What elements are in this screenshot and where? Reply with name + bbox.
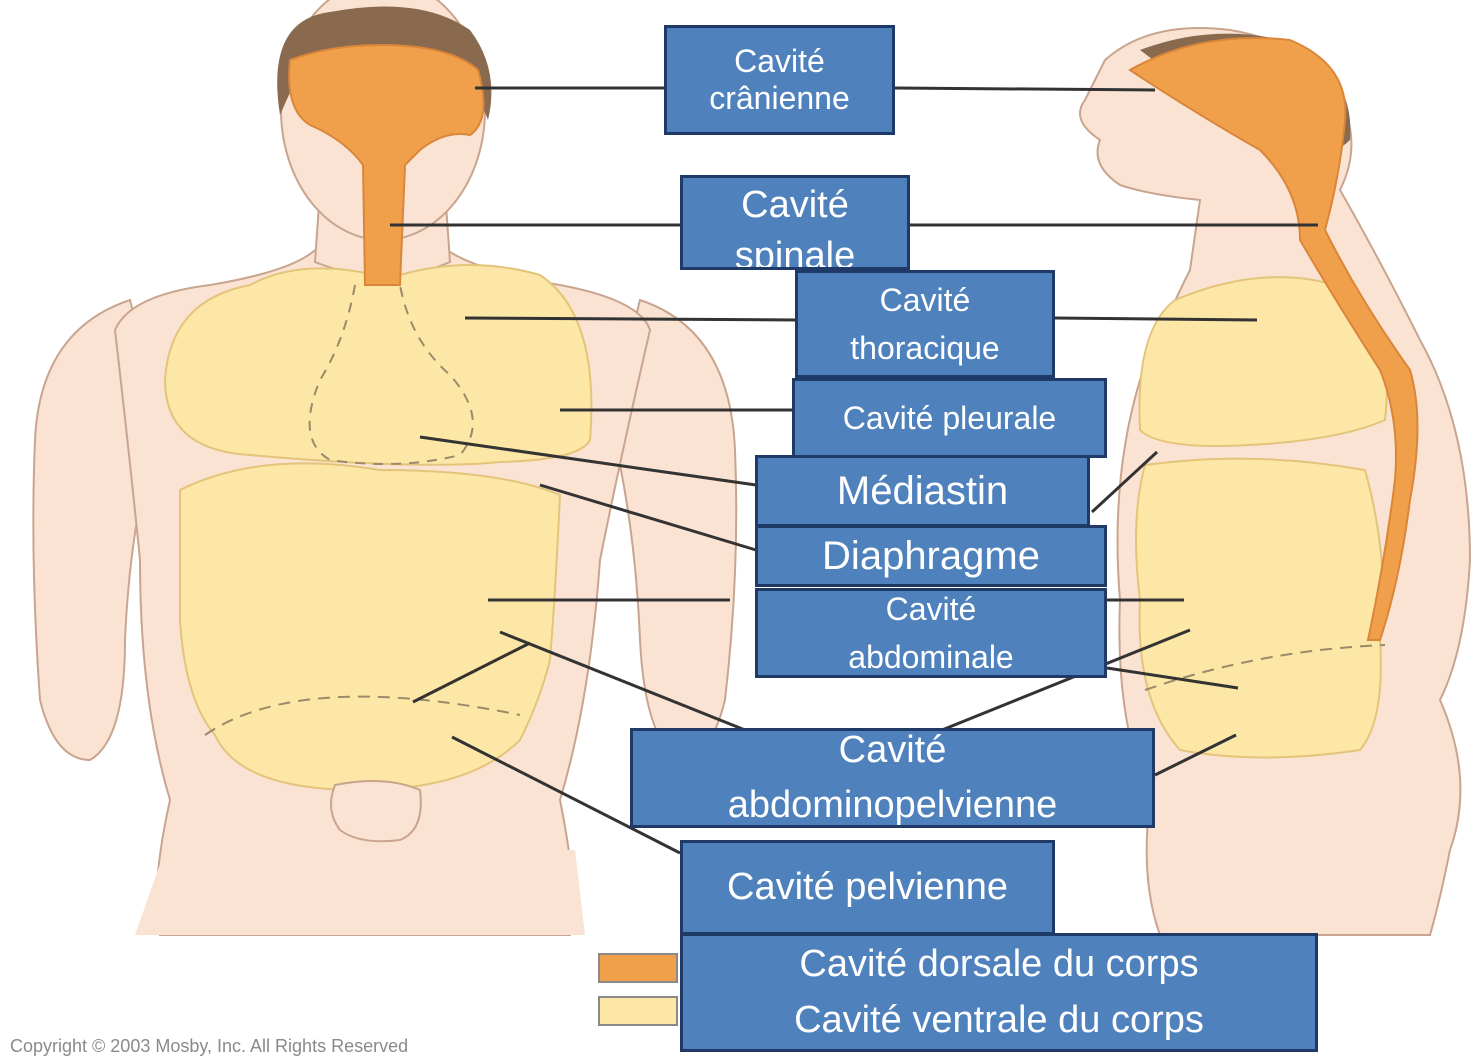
label-diaphragm-text: Diaphragme [822,533,1040,579]
copyright-text: Copyright © 2003 Mosby, Inc. All Rights … [10,1036,408,1057]
label-spinal-line2: spinale [735,231,855,270]
front-abdominopelvic-cavity [180,463,560,790]
label-abdominal-line2: abdominale [848,633,1013,678]
label-spinal-line1: Cavité [741,180,849,231]
label-pelvic-text: Cavité pelvienne [727,866,1008,910]
leader-cranial-right [895,88,1155,90]
label-pelvic-cavity: Cavité pelvienne [680,840,1055,935]
side-abdominopelvic-cavity [1136,459,1383,758]
label-mediastinum-text: Médiastin [837,468,1008,514]
legend-labels-box: Cavité dorsale du corps Cavité ventrale … [680,933,1318,1052]
label-thoracic-line1: Cavité [880,276,971,324]
label-thoracic-line2: thoracique [850,324,999,372]
label-abdominal-cavity: Cavité abdominale [755,588,1107,678]
leader-thoracic-right [1055,318,1257,320]
label-spinal-cavity: Cavité spinale [680,175,910,270]
label-abdominal-line1: Cavité [886,588,977,633]
label-pleural-text: Cavité pleurale [843,400,1056,437]
legend-dorsal-label: Cavité dorsale du corps [799,937,1198,992]
label-cranial-line1: Cavité [734,43,825,80]
front-legs [135,850,585,935]
label-abdominopelvic-line1: Cavité [839,728,947,778]
label-pleural-cavity: Cavité pleurale [792,378,1107,458]
label-thoracic-cavity: Cavité thoracique [795,270,1055,378]
label-abdominopelvic-line2: abdominopelvienne [728,778,1058,828]
legend-ventral-label: Cavité ventrale du corps [794,993,1204,1048]
front-genital [331,781,421,841]
label-cranial-cavity: Cavité crânienne [664,25,895,135]
legend-swatch-dorsal [598,953,678,983]
label-abdominopelvic-cavity: Cavité abdominopelvienne [630,728,1155,828]
leader-thoracic-left [465,318,797,320]
legend-swatch-ventral [598,996,678,1026]
front-thoracic-cavity [165,265,591,465]
label-cranial-line2: crânienne [709,80,850,117]
label-mediastinum: Médiastin [755,455,1090,527]
label-diaphragm: Diaphragme [755,525,1107,587]
